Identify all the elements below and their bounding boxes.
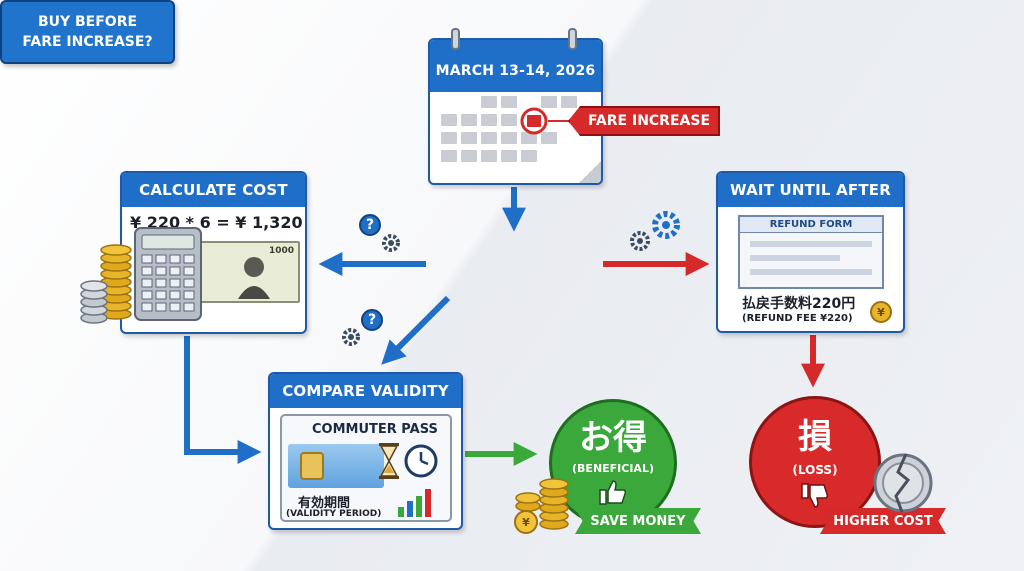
validity-en: (VALIDITY PERIOD)	[286, 509, 382, 519]
compare-validity-card: COMPARE VALIDITY COMMUTER PASS 有効期間 (VAL…	[268, 372, 463, 530]
hourglass-icon	[379, 443, 399, 479]
question-icon: ?	[359, 214, 381, 236]
loss-en: (LOSS)	[792, 463, 838, 477]
chip-icon	[300, 452, 324, 480]
loss-jp: 損	[798, 417, 832, 457]
coin-stack-icon	[80, 244, 132, 324]
fare-increase-tag: FARE INCREASE	[568, 106, 720, 136]
refund-form: REFUND FORM	[738, 215, 884, 289]
refund-fee-en: (REFUND FEE ¥220)	[742, 313, 853, 324]
higher-cost-label: HIGHER COST	[833, 513, 933, 529]
bar-chart-icon	[398, 489, 431, 517]
gear-icon	[382, 234, 400, 252]
form-line	[750, 241, 872, 247]
question-icon: ?	[361, 309, 383, 331]
banknote: 1000	[192, 241, 300, 303]
coin-stack-icon: ¥	[514, 478, 569, 534]
higher-cost-banner: HIGHER COST	[820, 508, 946, 534]
portrait-icon	[238, 257, 270, 299]
save-money-label: SAVE MONEY	[590, 513, 686, 529]
refund-fee-jp: 払戻手数料220円	[742, 296, 856, 312]
commuter-pass-title: COMMUTER PASS	[312, 422, 438, 437]
beneficial-jp: お得	[579, 418, 647, 458]
calendar-ring-left	[451, 28, 460, 50]
form-line	[750, 255, 840, 261]
thumbs-down-icon	[801, 483, 829, 508]
yen-coin-icon: ¥	[870, 301, 892, 323]
broken-coin-icon	[873, 453, 933, 513]
fare-increase-label: FARE INCREASE	[587, 113, 711, 129]
wait-until-after-card: WAIT UNTIL AFTER REFUND FORM 払戻手数料220円 (…	[716, 171, 905, 333]
highlighted-date-icon	[520, 107, 548, 135]
beneficial-outcome: お得 (BENEFICIAL)	[549, 399, 677, 527]
decision-line-1: BUY BEFORE	[37, 14, 138, 30]
decision-line-2: FARE INCREASE?	[22, 34, 153, 50]
beneficial-en: (BENEFICIAL)	[572, 462, 654, 475]
calendar-ring-right	[568, 28, 577, 50]
loss-outcome: 損 (LOSS)	[749, 396, 881, 528]
gear-icon	[652, 211, 680, 239]
thumbs-up-icon	[599, 480, 627, 505]
decision-box: BUY BEFORE FARE INCREASE?	[0, 0, 175, 64]
clock-icon	[404, 444, 438, 478]
wait-until-after-title: WAIT UNTIL AFTER	[718, 173, 903, 207]
banknote-value: 1000	[268, 246, 294, 256]
coin-yen-label: ¥	[522, 516, 530, 529]
refund-form-title: REFUND FORM	[740, 217, 882, 233]
gear-icon	[630, 231, 650, 251]
page-curl	[579, 161, 601, 183]
calculator-icon	[134, 227, 202, 321]
save-money-banner: SAVE MONEY	[575, 508, 701, 534]
validity-jp: 有効期間	[298, 496, 351, 511]
form-line	[750, 269, 872, 275]
compare-validity-title: COMPARE VALIDITY	[270, 374, 461, 408]
arrow-decision-to-compare	[381, 295, 451, 365]
calculate-cost-title: CALCULATE COST	[122, 173, 305, 207]
arrow-calculate-to-compare	[184, 336, 262, 464]
gear-icon	[342, 328, 360, 346]
